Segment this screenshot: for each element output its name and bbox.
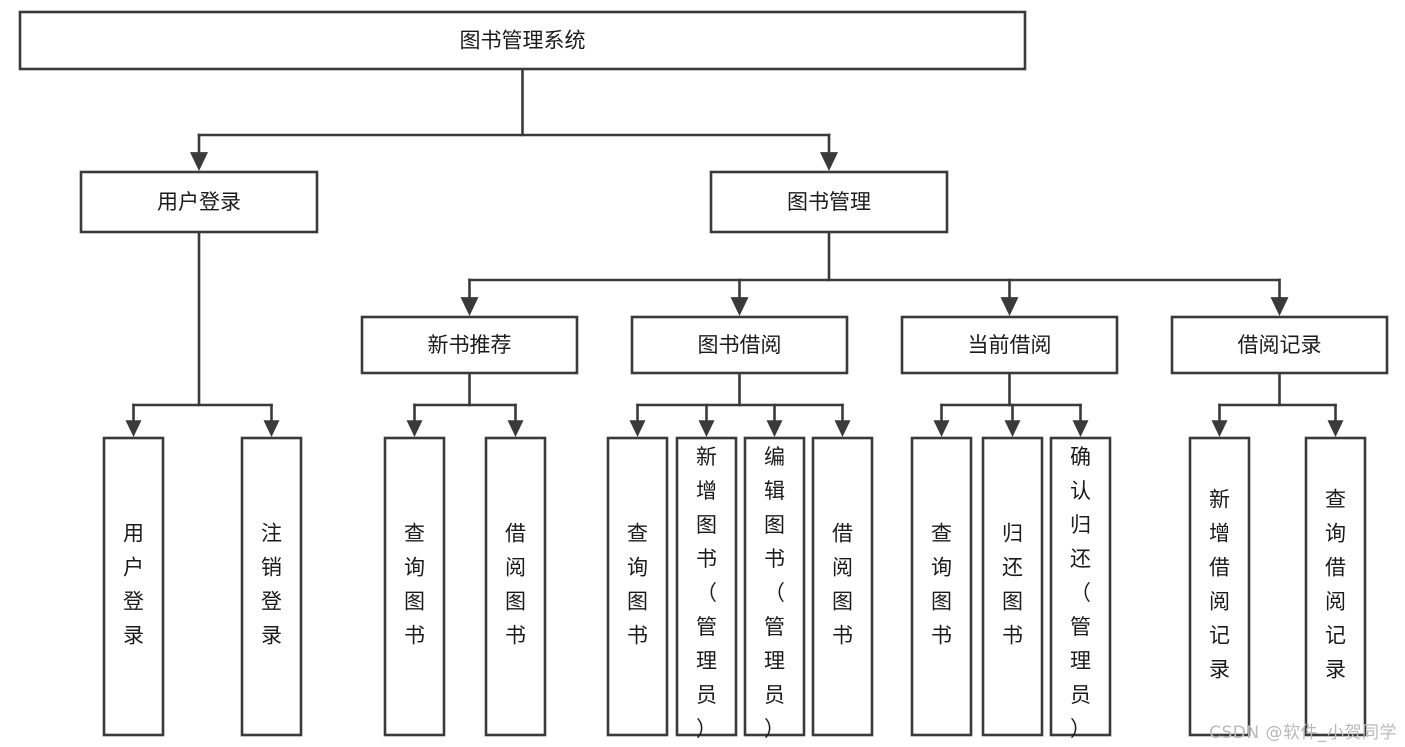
arrow-head-icon (406, 420, 423, 437)
node-l3-book-borrow-rect[interactable] (630, 315, 849, 375)
node-l3-new-book-rec-label: 新书推荐 (428, 333, 512, 357)
node-l3-current-borrow-label: 当前借阅 (968, 333, 1052, 357)
arrow-head-icon (1211, 420, 1228, 437)
node-leaf-leaf-return-book-rect[interactable] (981, 436, 1044, 737)
node-leaf-leaf-borrow-book-1[interactable]: 借阅图书 (484, 436, 547, 737)
node-leaf-leaf-confirm-return[interactable]: 确认归还（管理员） (1049, 436, 1112, 741)
node-leaf-leaf-add-record[interactable]: 新增借阅记录 (1188, 436, 1251, 737)
node-leaf-leaf-add-record-rect[interactable] (1188, 436, 1251, 737)
node-leaf-leaf-borrow-book-2[interactable]: 借阅图书 (811, 436, 874, 737)
node-leaf-leaf-query-book-1[interactable]: 查询图书 (383, 436, 446, 737)
node-leaf-leaf-user-login-rect[interactable] (102, 436, 165, 737)
arrow-head-icon (1000, 297, 1019, 316)
arrow-head-icon (507, 420, 524, 437)
arrow-head-icon (766, 420, 783, 437)
csdn-watermark: CSDN @软件_小贺同学 (1209, 723, 1397, 743)
node-leaf-leaf-borrow-book-2-rect[interactable] (811, 436, 874, 737)
node-root-label: 图书管理系统 (460, 29, 586, 53)
node-l2-book-manage[interactable]: 图书管理 (709, 170, 949, 234)
node-l3-borrow-record-label: 借阅记录 (1238, 333, 1322, 357)
arrow-head-icon (629, 420, 646, 437)
node-l3-borrow-record-rect[interactable] (1170, 315, 1389, 375)
arrow-head-icon (1327, 420, 1344, 437)
node-leaf-leaf-edit-book-rect[interactable] (743, 436, 806, 737)
node-root[interactable]: 图书管理系统 (18, 10, 1027, 71)
node-leaf-leaf-edit-book-label: 编辑图书（管理员） (764, 445, 785, 741)
node-leaf-leaf-confirm-return-rect[interactable] (1049, 436, 1112, 737)
node-l3-book-borrow-label: 图书借阅 (698, 333, 782, 357)
node-leaf-leaf-add-book[interactable]: 新增图书（管理员） (675, 436, 738, 741)
node-l3-borrow-record[interactable]: 借阅记录 (1170, 315, 1389, 375)
arrow-head-icon (820, 152, 838, 171)
node-boxes: 图书管理系统用户登录图书管理新书推荐图书借阅当前借阅借阅记录用户登录注销登录查询… (18, 10, 1389, 741)
node-leaf-leaf-user-logout-rect[interactable] (240, 436, 303, 737)
arrow-head-icon (834, 420, 851, 437)
arrow-head-icon (460, 297, 479, 316)
arrow-head-icon (190, 152, 208, 171)
connector-lines (125, 67, 1344, 437)
node-leaf-leaf-query-book-1-label: 查询图书 (404, 522, 425, 648)
arrow-head-icon (730, 297, 749, 316)
node-leaf-leaf-query-book-3-rect[interactable] (910, 436, 973, 737)
node-leaf-leaf-return-book[interactable]: 归还图书 (981, 436, 1044, 737)
arrow-head-icon (1270, 297, 1289, 316)
node-l2-user-login-label: 用户登录 (157, 190, 241, 214)
arrow-head-icon (698, 420, 715, 437)
node-l2-book-manage-label: 图书管理 (787, 190, 871, 214)
node-l3-book-borrow[interactable]: 图书借阅 (630, 315, 849, 375)
node-leaf-leaf-return-book-label: 归还图书 (1002, 522, 1023, 648)
node-leaf-leaf-query-book-1-rect[interactable] (383, 436, 446, 737)
node-leaf-leaf-add-record-label: 新增借阅记录 (1209, 488, 1230, 682)
node-leaf-leaf-borrow-book-1-label: 借阅图书 (505, 522, 526, 648)
node-l2-user-login-rect[interactable] (79, 170, 319, 234)
node-leaf-leaf-confirm-return-label: 确认归还（管理员） (1070, 445, 1091, 741)
node-leaf-leaf-query-record-label: 查询借阅记录 (1325, 488, 1346, 682)
node-l2-book-manage-rect[interactable] (709, 170, 949, 234)
node-root-rect[interactable] (18, 10, 1027, 71)
node-leaf-leaf-user-login-label: 用户登录 (123, 522, 144, 648)
node-leaf-leaf-query-record[interactable]: 查询借阅记录 (1304, 436, 1367, 737)
arrow-head-icon (263, 420, 280, 437)
node-leaf-leaf-add-book-label: 新增图书（管理员） (696, 445, 717, 741)
node-leaf-leaf-user-login[interactable]: 用户登录 (102, 436, 165, 737)
node-leaf-leaf-add-book-rect[interactable] (675, 436, 738, 737)
node-leaf-leaf-edit-book[interactable]: 编辑图书（管理员） (743, 436, 806, 741)
node-leaf-leaf-user-logout-label: 注销登录 (261, 522, 282, 648)
node-leaf-leaf-user-logout[interactable]: 注销登录 (240, 436, 303, 737)
node-leaf-leaf-query-book-3-label: 查询图书 (931, 522, 952, 648)
arrow-head-icon (933, 420, 950, 437)
node-l3-current-borrow[interactable]: 当前借阅 (900, 315, 1119, 375)
node-leaf-leaf-borrow-book-2-label: 借阅图书 (832, 522, 853, 648)
arrow-head-icon (1072, 420, 1089, 437)
node-l3-new-book-rec-rect[interactable] (360, 315, 579, 375)
node-l2-user-login[interactable]: 用户登录 (79, 170, 319, 234)
node-leaf-leaf-query-book-2[interactable]: 查询图书 (606, 436, 669, 737)
node-l3-current-borrow-rect[interactable] (900, 315, 1119, 375)
node-leaf-leaf-query-record-rect[interactable] (1304, 436, 1367, 737)
arrow-head-icon (125, 420, 142, 437)
node-leaf-leaf-borrow-book-1-rect[interactable] (484, 436, 547, 737)
node-leaf-leaf-query-book-2-rect[interactable] (606, 436, 669, 737)
node-leaf-leaf-query-book-3[interactable]: 查询图书 (910, 436, 973, 737)
node-leaf-leaf-query-book-2-label: 查询图书 (627, 522, 648, 648)
arrow-head-icon (1004, 420, 1021, 437)
node-l3-new-book-rec[interactable]: 新书推荐 (360, 315, 579, 375)
